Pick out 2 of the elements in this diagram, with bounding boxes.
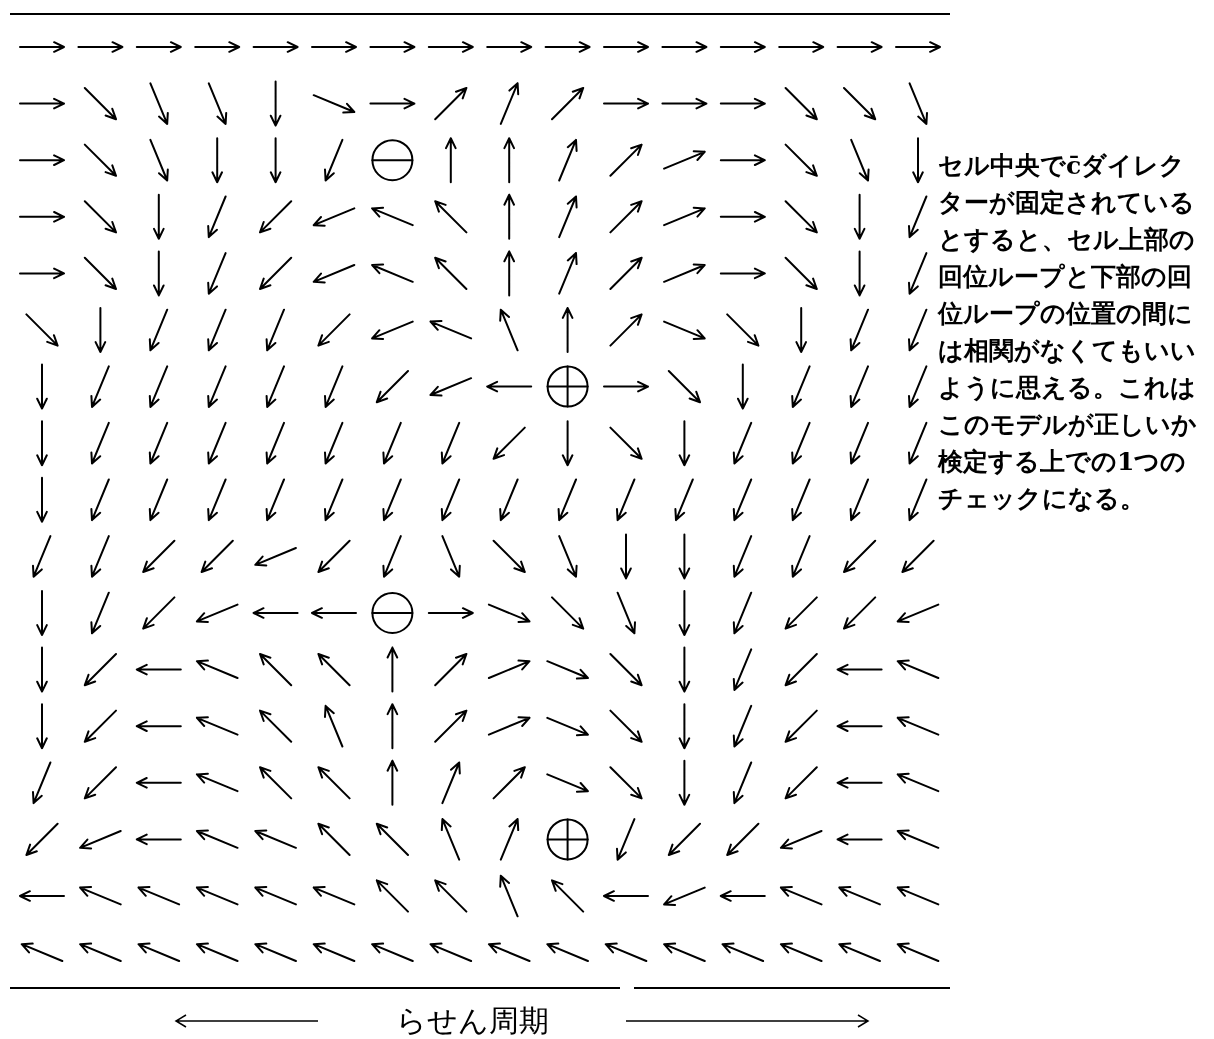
annotation-text: セル中央でc̄ダイレクターが固定されているとすると、セル上部の回位ループと下部の回位ループの位置の間には相関がなくてもいいように思える。これはこのモデルが正しいか検定する上での1つのチェックになる。 <box>938 150 1198 515</box>
helical-period-label: らせん周期 <box>394 1003 550 1039</box>
